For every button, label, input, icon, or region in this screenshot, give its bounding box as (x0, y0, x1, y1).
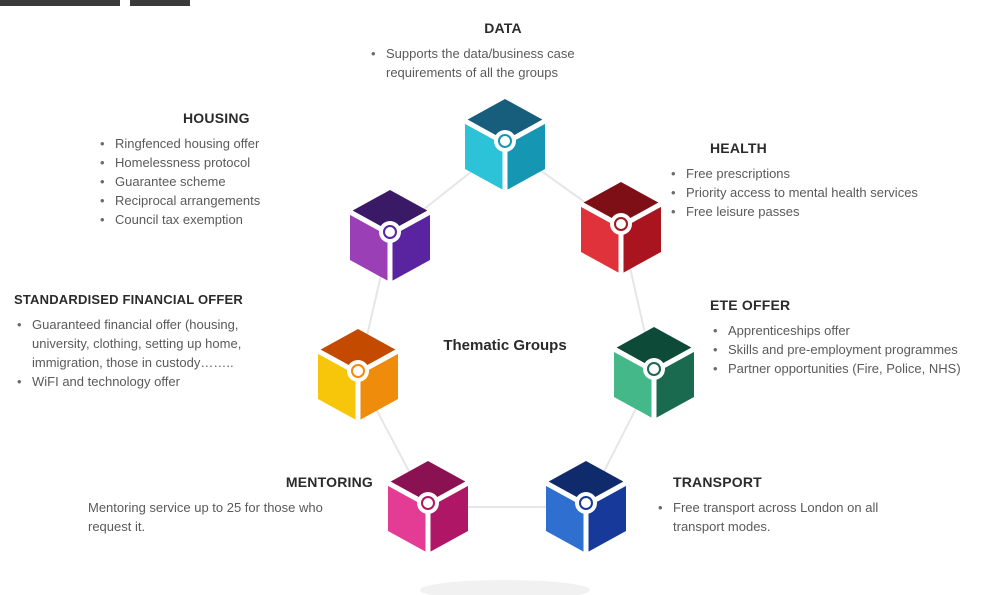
group-ete-heading: ETE OFFER (710, 297, 791, 313)
lightbulb-icon (643, 358, 665, 380)
list-item: Partner opportunities (Fire, Police, NHS… (710, 359, 982, 378)
fingerprint-icon (575, 492, 597, 514)
group-transport: TRANSPORT Free transport across London o… (655, 474, 895, 536)
person-target-icon (494, 130, 516, 152)
fingerprint-icon-glyph (579, 496, 593, 510)
floor-glow (420, 580, 590, 595)
list-item: Priority access to mental health service… (668, 183, 938, 202)
group-financial-list: Guaranteed financial offer (housing, uni… (14, 315, 299, 391)
stopwatch-icon (610, 213, 632, 235)
group-housing: HOUSING Ringfenced housing offer Homeles… (97, 110, 327, 229)
list-item: Apprenticeships offer (710, 321, 982, 340)
group-health: HEALTH Free prescriptions Priority acces… (668, 140, 938, 221)
group-health-list: Free prescriptions Priority access to me… (668, 164, 938, 221)
cube-transport (544, 461, 628, 553)
stopwatch-icon-glyph (614, 217, 628, 231)
cubes-layer (316, 99, 696, 553)
cube-health (579, 182, 663, 274)
cube-ete (612, 327, 696, 419)
group-data-list: Supports the data/business case requirem… (368, 44, 648, 82)
list-item: Free prescriptions (668, 164, 938, 183)
headset-icon-glyph (421, 496, 435, 510)
cube-mentoring (386, 461, 470, 553)
list-item: Homelessness protocol (97, 153, 327, 172)
gear-head-icon (379, 221, 401, 243)
list-item: Reciprocal arrangements (97, 191, 327, 210)
group-ete: ETE OFFER Apprenticeships offer Skills a… (710, 297, 982, 378)
group-mentoring-text: Mentoring service up to 25 for those who… (88, 500, 323, 534)
group-transport-heading: TRANSPORT (673, 474, 762, 490)
center-title: Thematic Groups (443, 337, 567, 354)
list-item: Council tax exemption (97, 210, 327, 229)
group-data: DATA Supports the data/business case req… (368, 20, 648, 82)
group-health-heading: HEALTH (710, 140, 767, 156)
list-item: Free transport across London on all tran… (655, 498, 895, 536)
group-transport-list: Free transport across London on all tran… (655, 498, 895, 536)
list-item: Skills and pre-employment programmes (710, 340, 982, 359)
list-item: Ringfenced housing offer (97, 134, 327, 153)
group-financial-heading: STANDARDISED FINANCIAL OFFER (14, 292, 244, 307)
group-data-heading: DATA (484, 20, 522, 36)
list-item: WiFI and technology offer (14, 372, 299, 391)
person-target-icon-glyph (498, 134, 512, 148)
dollar-head-icon (347, 360, 369, 382)
group-housing-list: Ringfenced housing offer Homelessness pr… (97, 134, 327, 229)
cube-data (463, 99, 547, 191)
group-housing-heading: HOUSING (183, 110, 250, 126)
cube-financial (316, 329, 400, 421)
gear-head-icon-glyph (383, 225, 397, 239)
lightbulb-icon-glyph (647, 362, 661, 376)
dollar-head-icon-glyph (351, 364, 365, 378)
list-item: Guaranteed financial offer (housing, uni… (14, 315, 299, 372)
list-item: Free leisure passes (668, 202, 938, 221)
group-ete-list: Apprenticeships offer Skills and pre-emp… (710, 321, 982, 378)
group-financial: STANDARDISED FINANCIAL OFFER Guaranteed … (14, 292, 299, 391)
cube-housing (348, 190, 432, 282)
group-mentoring: MENTORING Mentoring service up to 25 for… (88, 474, 373, 536)
list-item: Supports the data/business case requirem… (368, 44, 648, 82)
corner-fragment-icon (0, 0, 190, 6)
group-mentoring-heading: MENTORING (285, 474, 373, 490)
list-item: Guarantee scheme (97, 172, 327, 191)
headset-icon (417, 492, 439, 514)
